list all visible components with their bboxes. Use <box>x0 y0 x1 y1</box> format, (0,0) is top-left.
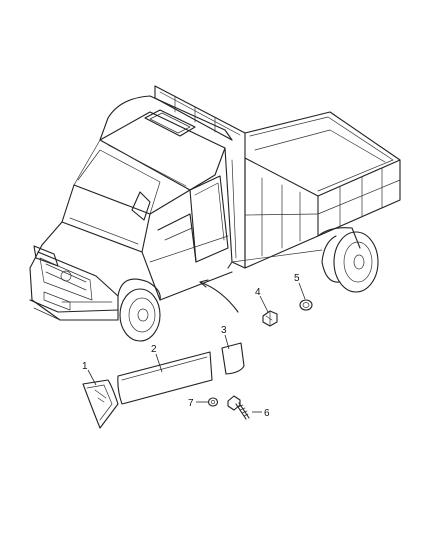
location-arrowhead <box>199 279 209 288</box>
rear-wheel <box>231 227 379 293</box>
part-7-washer <box>207 397 219 407</box>
part-5-grommet <box>299 299 313 311</box>
part-1-corner-molding <box>82 379 119 429</box>
callout-4: 4 <box>255 287 261 298</box>
leader-lines <box>87 282 306 413</box>
cab <box>29 95 237 321</box>
callout-7: 7 <box>188 398 194 409</box>
location-arrow <box>199 281 239 313</box>
part-4-clip <box>262 310 278 327</box>
part-3-end-cap <box>221 342 245 375</box>
front-wheel <box>119 288 161 342</box>
part-2-side-molding <box>117 351 213 405</box>
callout-6: 6 <box>264 408 270 419</box>
callout-1: 1 <box>82 361 88 372</box>
cargo-bed <box>154 85 401 269</box>
callout-labels: 1 2 3 4 5 6 7 <box>82 273 300 419</box>
callout-2: 2 <box>151 344 157 355</box>
truck-illustration <box>29 85 401 342</box>
callout-5: 5 <box>294 273 300 284</box>
callout-3: 3 <box>221 325 227 336</box>
part-6-screw <box>227 395 250 420</box>
